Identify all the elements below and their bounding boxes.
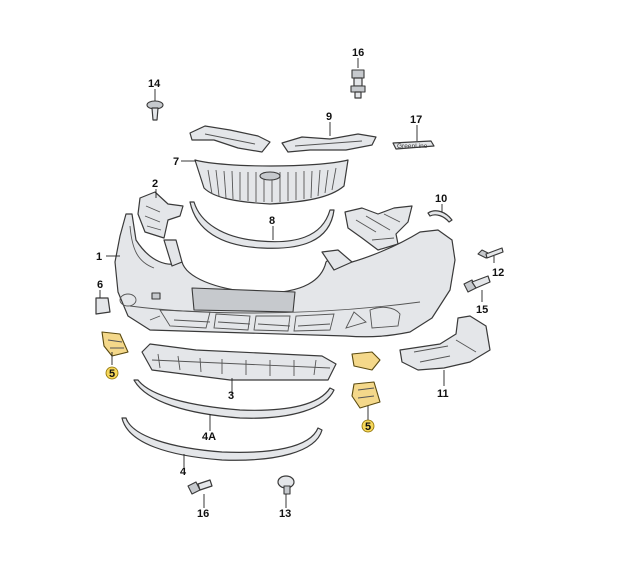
part-4-spoiler <box>121 417 323 461</box>
part-1-bumper-cover <box>114 213 456 338</box>
part-17-emblem: GreenLine <box>392 140 435 150</box>
label-11: 11 <box>437 388 449 400</box>
label-2: 2 <box>152 178 158 190</box>
part-4a-spoiler <box>133 379 335 419</box>
part-16-clip-top <box>350 69 366 99</box>
label-10: 10 <box>435 193 447 205</box>
label-4a: 4A <box>202 431 216 443</box>
label-1: 1 <box>96 251 102 263</box>
label-8: 8 <box>269 215 275 227</box>
label-4: 4 <box>180 466 187 478</box>
label-5-left: 5 <box>109 368 115 380</box>
part-upper-bracket <box>189 125 271 153</box>
label-7: 7 <box>173 156 179 168</box>
part-2-bracket-left <box>137 191 184 239</box>
badge-5-left <box>105 366 119 380</box>
label-6: 6 <box>97 279 103 291</box>
part-10-strip <box>427 210 453 223</box>
label-13: 13 <box>279 508 291 520</box>
label-9: 9 <box>326 111 332 123</box>
emblem-text: GreenLine <box>397 143 428 150</box>
part-labels: 16 14 9 17 7 2 8 10 1 6 12 15 11 5 5 3 4… <box>96 47 504 520</box>
part-6-cap <box>95 297 111 315</box>
part-14-screw <box>146 100 164 121</box>
label-12: 12 <box>492 267 504 279</box>
label-17: 17 <box>410 114 422 126</box>
label-16-top: 16 <box>352 47 364 59</box>
part-15-fastener <box>463 275 491 293</box>
label-5-right: 5 <box>365 421 371 433</box>
part-5-insert-right <box>351 351 381 409</box>
part-11-side-bracket <box>399 315 491 371</box>
part-12-screw <box>477 247 504 259</box>
leader-lines <box>99 58 495 508</box>
part-8-trim-strip <box>189 201 335 249</box>
label-15: 15 <box>476 304 488 316</box>
part-bracket-right <box>344 205 413 251</box>
part-9-bracket <box>281 133 377 153</box>
label-14: 14 <box>148 78 161 90</box>
part-7-grille <box>194 159 349 205</box>
part-5-insert-left <box>101 331 129 357</box>
part-16-clip-bottom <box>187 479 213 495</box>
label-16-bottom: 16 <box>197 508 209 520</box>
label-3: 3 <box>228 390 234 402</box>
badge-5-right <box>361 419 375 433</box>
part-13-rivet <box>277 475 295 495</box>
part-3-lower-grille <box>141 343 337 381</box>
